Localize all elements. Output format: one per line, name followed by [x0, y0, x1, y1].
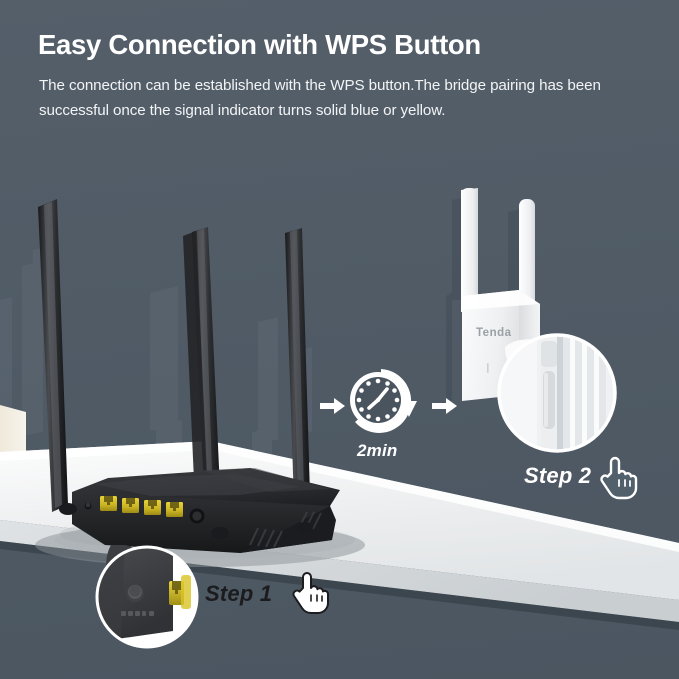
router-antennas — [38, 199, 311, 538]
arrow-right-icon — [320, 398, 345, 414]
svg-text:Tenda: Tenda — [476, 327, 512, 339]
router-lan-ports — [100, 496, 183, 517]
step2-label: Step 2 — [524, 463, 592, 488]
step1-magnifier — [95, 545, 199, 649]
tap-hand-icon — [292, 572, 329, 614]
arrow-right-icon — [432, 398, 457, 414]
page-title: Easy Connection with WPS Button — [38, 29, 481, 60]
tap-hand-icon — [600, 456, 638, 500]
clock-refresh-icon — [350, 369, 417, 433]
step2-magnifier — [497, 333, 617, 453]
timer-label: 2min — [357, 441, 398, 460]
page-subtitle: The connection can be established with t… — [39, 77, 601, 119]
step1-label: Step 1 — [205, 581, 273, 606]
